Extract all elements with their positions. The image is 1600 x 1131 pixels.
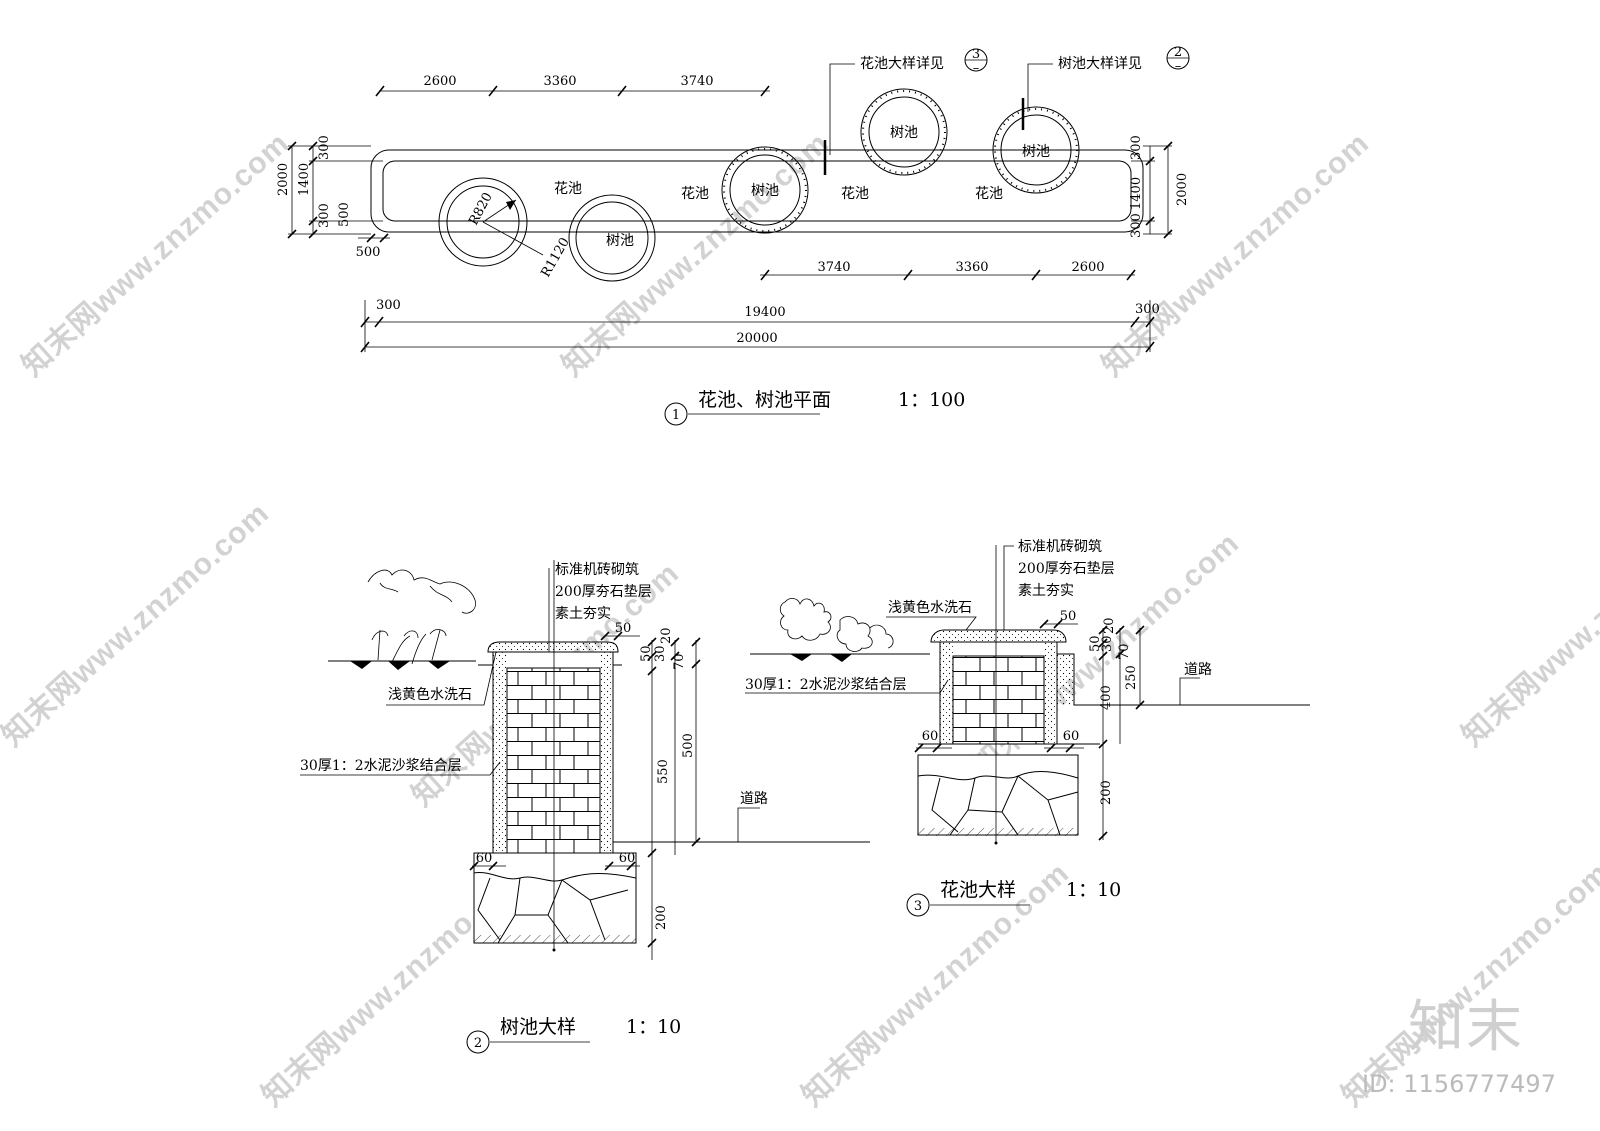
plan-view: 2600 3360 3740 R820 R1120 花池 树池 花池 树池 花池… xyxy=(276,45,1190,426)
svg-text:200: 200 xyxy=(1099,780,1114,805)
ref-flower-num: 3 xyxy=(972,47,980,62)
svg-text:60: 60 xyxy=(1063,729,1080,744)
svg-text:300: 300 xyxy=(317,135,332,160)
dim-left-1400: 1400 xyxy=(297,163,312,196)
note-soil: 素土夯实 xyxy=(555,606,611,622)
flower-road-label: 道路 xyxy=(1184,662,1212,678)
ref-flower-detail: 花池大样详见 xyxy=(860,56,944,72)
dim-400: 400 xyxy=(1099,685,1114,710)
svg-text:2600: 2600 xyxy=(1071,260,1104,275)
dim-19400: 19400 xyxy=(744,305,785,320)
svg-text:300: 300 xyxy=(1135,302,1160,317)
flower-detail-title: 花池大样 xyxy=(940,879,1016,901)
svg-text:3360: 3360 xyxy=(955,260,988,275)
shrub-sketch-icon xyxy=(779,598,894,652)
note-brick: 标准机砖砌筑 xyxy=(555,562,639,578)
tree-road-label: 道路 xyxy=(740,791,768,807)
svg-text:70: 70 xyxy=(672,653,687,670)
svg-text:2: 2 xyxy=(474,1036,482,1051)
dim-right-2000: 2000 xyxy=(1175,173,1190,206)
dim-250: 250 xyxy=(1124,665,1139,690)
dim-2600: 2600 xyxy=(423,74,456,89)
label-tree-pit: 树池 xyxy=(1022,144,1050,160)
plan-scale: 1：100 xyxy=(898,389,965,411)
brand-logo: 知末 xyxy=(1408,995,1524,1060)
label-tree-pit: 树池 xyxy=(890,125,918,141)
svg-text:300: 300 xyxy=(1129,213,1144,238)
svg-text:200: 200 xyxy=(654,905,669,930)
flower-detail-scale: 1：10 xyxy=(1066,879,1121,901)
dim-3740: 3740 xyxy=(680,74,713,89)
label-washed-stone: 浅黄色水洗石 xyxy=(888,599,972,616)
label-tree-pit: 树池 xyxy=(751,183,779,199)
svg-text:50: 50 xyxy=(639,645,654,662)
tree-detail-scale: 1：10 xyxy=(626,1016,681,1038)
dim-500: 500 xyxy=(681,733,696,758)
label-flower-bed: 花池 xyxy=(681,186,709,202)
svg-text:1400: 1400 xyxy=(1129,177,1144,210)
svg-text:–: – xyxy=(973,61,980,76)
svg-text:500: 500 xyxy=(356,245,381,260)
dim-20000: 20000 xyxy=(736,331,777,346)
dim-left-2000: 2000 xyxy=(276,163,291,196)
svg-text:3740: 3740 xyxy=(817,260,850,275)
svg-text:–: – xyxy=(1175,59,1182,74)
plant-sketch-icon xyxy=(367,569,476,665)
note-rammed-stone: 200厚夯石垫层 xyxy=(1018,561,1115,577)
tree-pit-detail: 道路 标准机砖砌筑 200厚夯石垫层 素土夯实 浅黄色水洗石 30厚1：2水泥沙… xyxy=(300,560,870,1054)
note-rammed-stone: 200厚夯石垫层 xyxy=(555,584,652,600)
radius-r1120: R1120 xyxy=(538,235,572,280)
image-id: ID: 1156777497 xyxy=(1362,1070,1556,1098)
planter-outline-inner xyxy=(382,160,1132,222)
plan-title: 花池、树池平面 xyxy=(698,389,831,411)
label-washed-stone: 浅黄色水洗石 xyxy=(388,686,472,703)
svg-text:500: 500 xyxy=(337,202,352,227)
svg-text:50: 50 xyxy=(615,621,632,636)
dim-3360: 3360 xyxy=(543,74,576,89)
note-brick: 标准机砖砌筑 xyxy=(1018,539,1102,555)
svg-text:20: 20 xyxy=(659,627,674,644)
label-tree-pit: 树池 xyxy=(606,233,634,249)
svg-text:300: 300 xyxy=(1129,135,1144,160)
label-mortar-layer: 30厚1：2水泥沙浆结合层 xyxy=(300,758,462,774)
dim-550: 550 xyxy=(656,759,671,784)
label-flower-bed: 花池 xyxy=(841,186,869,202)
svg-text:30: 30 xyxy=(653,645,668,662)
tree-detail-title: 树池大样 xyxy=(500,1016,576,1038)
svg-text:300: 300 xyxy=(317,203,332,228)
svg-text:30: 30 xyxy=(1100,635,1115,652)
label-flower-bed: 花池 xyxy=(554,181,582,197)
label-mortar-layer: 30厚1：2水泥沙浆结合层 xyxy=(745,677,907,693)
svg-text:20: 20 xyxy=(1102,617,1117,634)
ref-tree-num: 2 xyxy=(1174,45,1182,60)
note-soil: 素土夯实 xyxy=(1018,583,1074,599)
svg-text:50: 50 xyxy=(1088,635,1103,652)
svg-text:3: 3 xyxy=(914,899,922,914)
flower-bed-detail: 道路 标准机砖砌筑 200厚夯石垫层 素土夯实 浅黄色水洗石 30厚1：2水泥沙… xyxy=(745,539,1310,917)
radius-r820: R820 xyxy=(466,190,495,228)
ref-tree-detail: 树池大样详见 xyxy=(1058,56,1142,72)
svg-text:70: 70 xyxy=(1117,643,1132,660)
svg-text:60: 60 xyxy=(922,729,939,744)
svg-text:60: 60 xyxy=(476,851,493,866)
svg-text:50: 50 xyxy=(1060,609,1077,624)
label-flower-bed: 花池 xyxy=(975,186,1003,202)
svg-text:60: 60 xyxy=(619,851,636,866)
svg-text:1: 1 xyxy=(672,408,680,423)
svg-text:300: 300 xyxy=(376,298,401,313)
